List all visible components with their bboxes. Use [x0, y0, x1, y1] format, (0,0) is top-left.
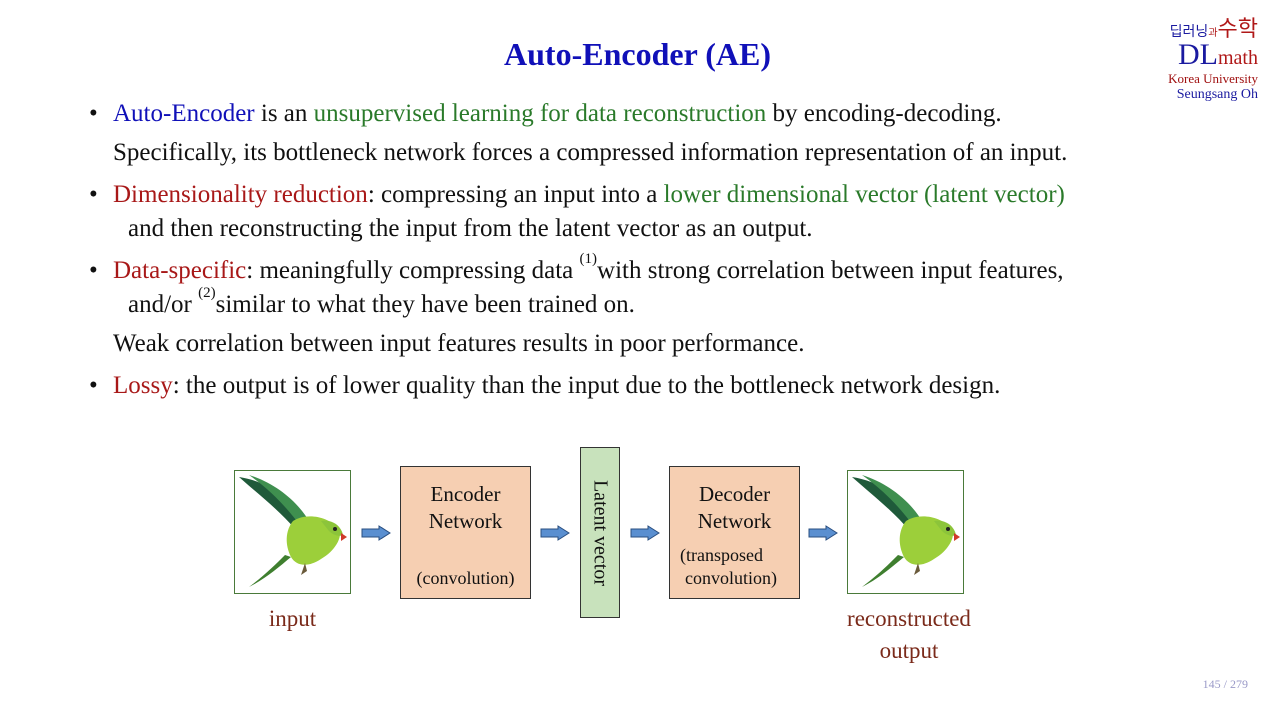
bullet-3-text-a: : meaningfully compressing data: [246, 257, 580, 284]
decoder-network-box: Decoder Network (transposed convolution): [669, 466, 800, 599]
logo-korean-right: 수학: [1217, 16, 1258, 41]
bullet-2-text-a: : compressing an input into a: [367, 181, 664, 208]
logo-dl: DL: [1178, 38, 1218, 71]
bullet-3-cont-b: similar to what they have been trained o…: [215, 291, 635, 318]
page-number: 145 / 279: [1203, 677, 1248, 692]
bullet-3-sup-2: (2): [198, 285, 216, 301]
logo-math: math: [1218, 47, 1258, 69]
bullet-2-term: Dimensionality reduction: [113, 181, 368, 208]
logo: 딥러닝과수학 DLmath Korea University Seungsang…: [1158, 18, 1258, 102]
bullet-3-term: Data-specific: [113, 257, 247, 284]
bullet-1-text-a: is an: [254, 100, 314, 127]
encoder-title: Encoder Network: [401, 481, 530, 535]
slide-title: Auto-Encoder (AE): [504, 36, 771, 72]
arrow-icon: [808, 525, 838, 541]
encoder-title-line-2: Network: [428, 509, 503, 533]
bullet-1-highlight: unsupervised learning for data reconstru…: [313, 100, 767, 127]
decoder-subtitle-line-2: convolution): [685, 568, 777, 588]
bullet-3-cont-a: and/or: [128, 291, 199, 318]
input-image: [234, 470, 351, 594]
bullet-3-sup-1: (1): [579, 251, 598, 267]
bullet-1: Auto-Encoder is an unsupervised learning…: [89, 100, 1002, 128]
bullet-3: Data-specific: meaningfully compressing …: [89, 251, 1064, 285]
decoder-title-line-2: Network: [697, 509, 772, 533]
output-label: reconstructed output: [820, 603, 998, 667]
parrot-icon: [852, 475, 960, 587]
encoder-network-box: Encoder Network (convolution): [400, 466, 531, 599]
arrow-icon: [361, 525, 391, 541]
logo-korean-left: 딥러닝: [1169, 25, 1209, 40]
bullet-1-term: Auto-Encoder: [113, 100, 255, 127]
decoder-title-line-1: Decoder: [698, 482, 771, 506]
latent-vector-label: Latent vector: [589, 479, 612, 586]
parrot-icon: [239, 475, 347, 587]
encoder-title-line-1: Encoder: [430, 482, 501, 506]
latent-vector-box: Latent vector: [580, 447, 620, 618]
page-separator: /: [1223, 677, 1227, 691]
arrow-icon: [630, 525, 660, 541]
decoder-subtitle-line-1: (transposed: [680, 545, 763, 565]
input-label: input: [268, 606, 317, 631]
bullet-2-continuation: and then reconstructing the input from t…: [128, 215, 813, 242]
page-current: 145: [1202, 677, 1221, 691]
arrow-icon: [540, 525, 570, 541]
output-label-line-2: output: [879, 638, 939, 663]
bullet-2-highlight: lower dimensional vector (latent vector): [663, 181, 1065, 208]
bullet-2: Dimensionality reduction: compressing an…: [89, 181, 1065, 209]
decoder-title: Decoder Network: [670, 481, 799, 535]
page-total: 279: [1230, 677, 1248, 691]
bullet-4-text: : the output is of lower quality than th…: [172, 372, 1001, 399]
bullet-1-continuation: Specifically, its bottleneck network for…: [113, 139, 1068, 166]
logo-korean: 딥러닝과수학: [1158, 18, 1258, 40]
logo-university: Korea University: [1168, 71, 1258, 86]
bullet-3-continuation: and/or (2)similar to what they have been…: [128, 285, 635, 319]
bullet-4-term: Lossy: [113, 372, 173, 399]
output-label-line-1: reconstructed: [847, 606, 971, 631]
bullet-4: Lossy: the output is of lower quality th…: [89, 372, 1001, 400]
bullet-1-text-b: by encoding-decoding.: [766, 100, 1002, 127]
bullet-3-note: Weak correlation between input features …: [113, 330, 805, 357]
logo-korean-mid: 과: [1208, 28, 1218, 39]
logo-dlmath: DLmath: [1158, 40, 1258, 70]
logo-author: Seungsang Oh: [1176, 87, 1258, 102]
encoder-subtitle: (convolution): [416, 568, 515, 588]
output-image: [847, 470, 964, 594]
bullet-3-text-b: with strong correlation between input fe…: [597, 257, 1064, 284]
